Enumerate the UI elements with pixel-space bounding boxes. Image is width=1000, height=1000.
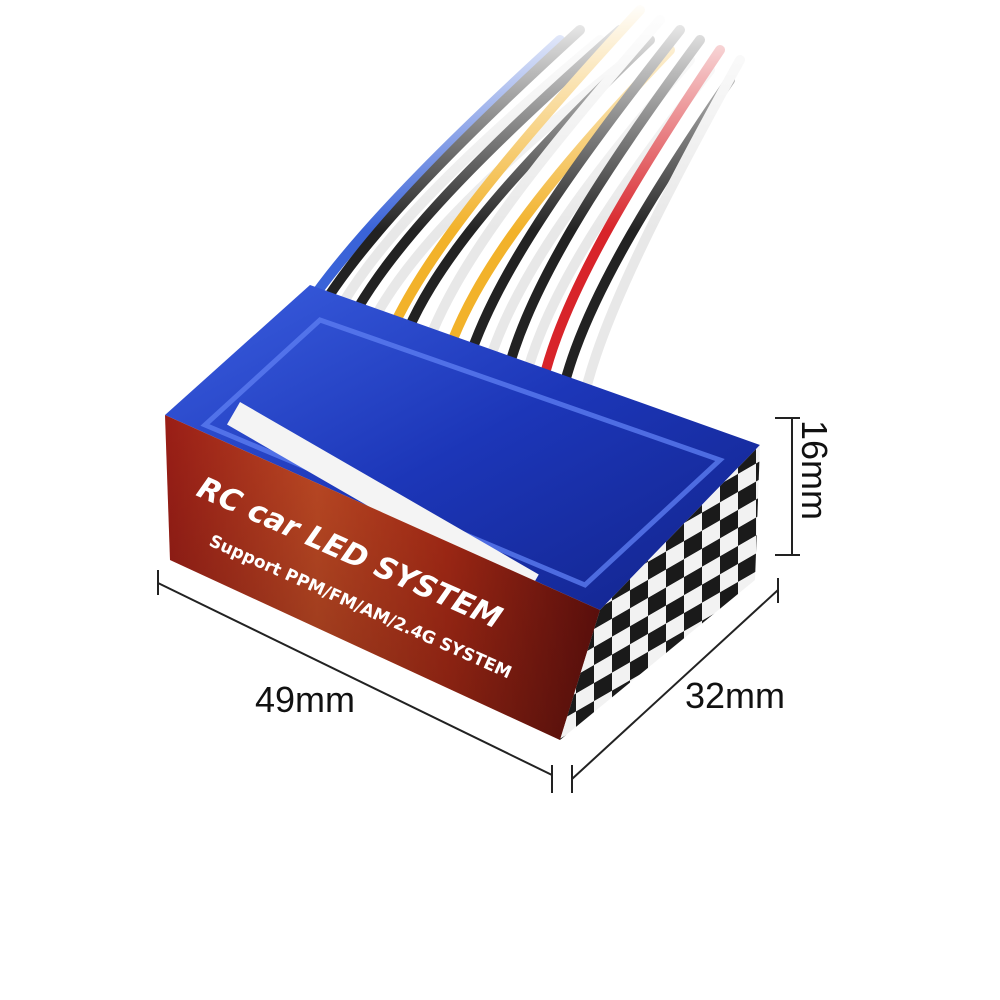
width-label: 49mm [255,679,355,720]
dimension-depth [571,578,779,793]
side-checker [560,445,760,740]
dimension-height [775,417,800,556]
height-label: 16mm [794,420,835,520]
dimension-width [157,570,553,793]
wire-fade-overlay [0,0,1000,420]
depth-label: 32mm [685,675,785,716]
front-label-shade [165,415,600,740]
case-top [165,285,760,610]
